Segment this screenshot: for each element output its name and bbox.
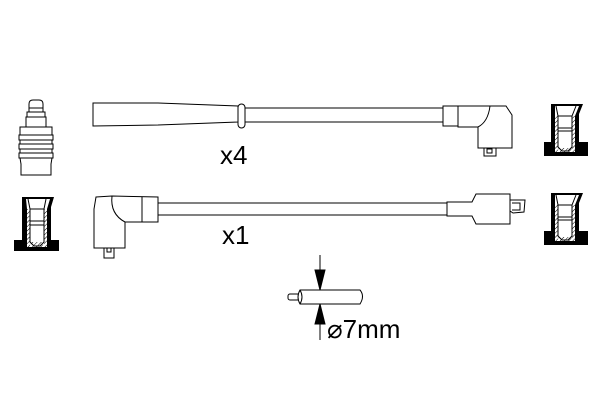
- quantity-label-short: x1: [222, 220, 250, 250]
- boot-right-top-icon: [544, 104, 588, 156]
- cable-long-icon: [92, 102, 513, 157]
- cable-short-icon: [93, 193, 526, 259]
- quantity-label-long: x4: [220, 140, 248, 170]
- cable-diameter-icon: [287, 255, 363, 340]
- plug-boot-left-icon: [14, 197, 59, 251]
- boot-right-bottom-icon: [544, 193, 588, 245]
- diameter-label: ⌀7mm: [327, 314, 401, 344]
- spark-plug-icon: [18, 99, 54, 176]
